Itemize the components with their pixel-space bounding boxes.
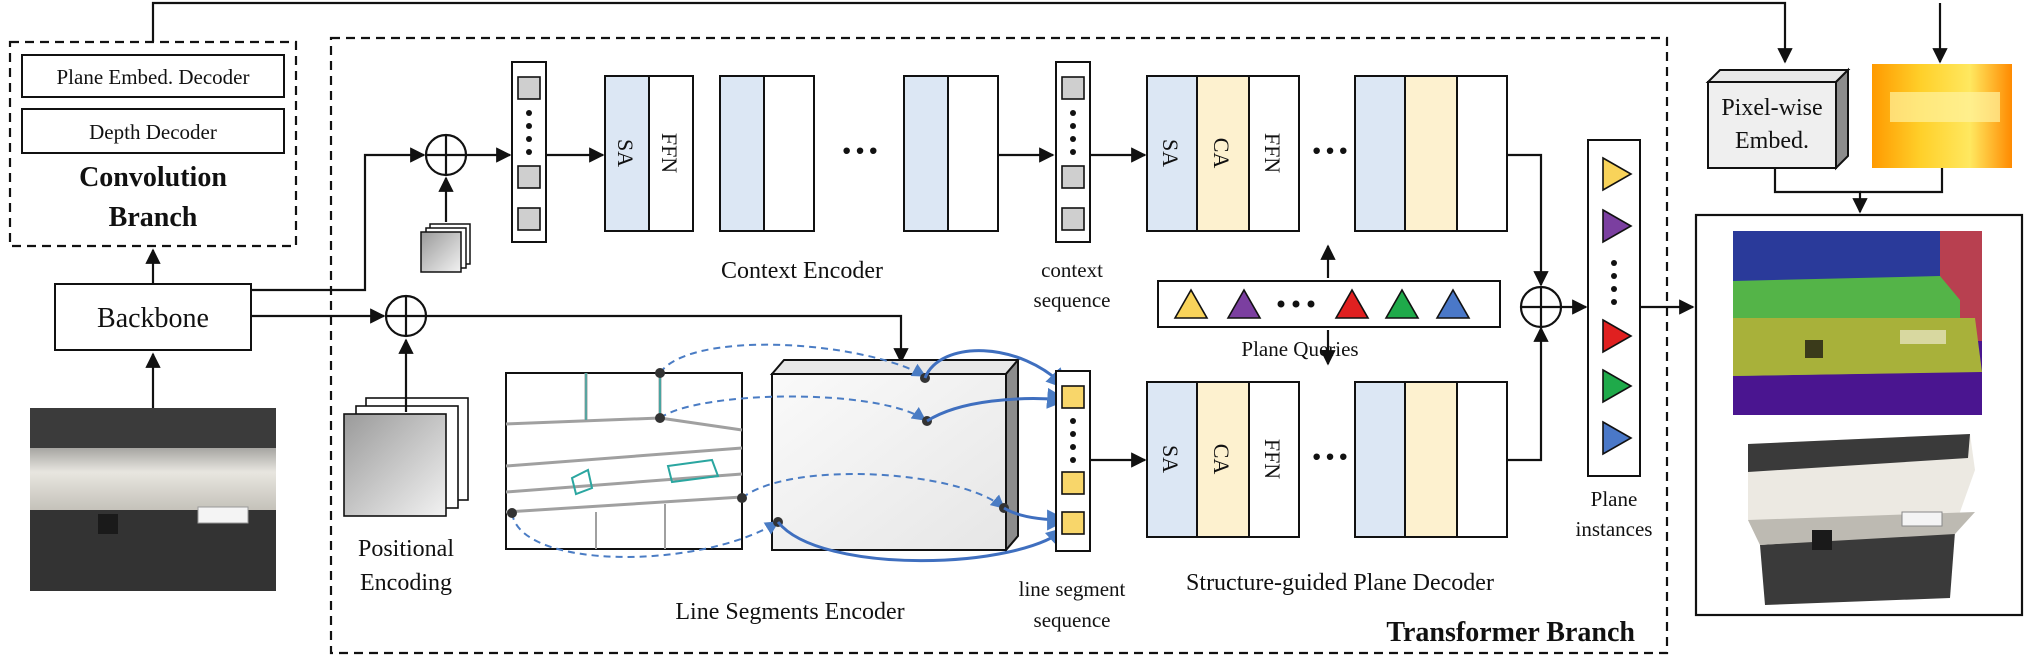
line-segment-sequence-label-line2: sequence bbox=[1034, 608, 1111, 632]
lower-decoder-to-merge-arrow bbox=[1507, 326, 1549, 462]
context-input-tokens bbox=[511, 61, 547, 243]
depth-decoder-box bbox=[21, 108, 285, 154]
instance-red-icon bbox=[1602, 318, 1633, 354]
positional-encoding-label-line2: Encoding bbox=[360, 570, 452, 596]
instance-green-icon bbox=[1602, 368, 1633, 404]
plane-queries bbox=[1157, 280, 1501, 328]
input-photo-cabinet bbox=[30, 408, 276, 448]
query-purple-icon bbox=[1226, 288, 1262, 319]
line-add-to-encoder-arrow bbox=[426, 314, 909, 364]
plane-instances-label-line1: Plane bbox=[1591, 487, 1638, 511]
instance-yellow-icon bbox=[1602, 156, 1633, 192]
line-segments-encoder-box bbox=[769, 357, 1021, 553]
pixel-embed-label-line1: Pixel-wise bbox=[1721, 95, 1822, 121]
positional-encoding-stack bbox=[343, 397, 469, 517]
plane-instances bbox=[1587, 139, 1641, 477]
plane-decoder-label: Structure-guided Plane Decoder bbox=[1186, 570, 1494, 596]
plane-queries-label: Plane Queries bbox=[1241, 337, 1358, 361]
backbone: Backbone bbox=[54, 283, 252, 351]
context-add-node bbox=[424, 133, 468, 177]
query-yellow-icon bbox=[1173, 288, 1209, 319]
context-encoder-layer-n bbox=[903, 75, 999, 232]
context-sequence-tokens bbox=[1055, 61, 1091, 243]
context-encoder-layer-2 bbox=[719, 75, 815, 232]
upper-decoder-sa-label: SA bbox=[1158, 139, 1183, 167]
depth-decoder-label: Depth Decoder bbox=[89, 120, 217, 144]
context-sequence-label-line1: context bbox=[1041, 258, 1103, 282]
context-positional-stack bbox=[420, 223, 471, 273]
upper-decoder-to-merge-arrow bbox=[1507, 153, 1549, 287]
query-red-icon bbox=[1334, 288, 1370, 319]
lower-decoder-ffn-label: FFN bbox=[1260, 439, 1285, 479]
pixel-embed-to-output-arrow bbox=[1773, 168, 1868, 214]
line-segment-dashed-links bbox=[511, 343, 1006, 558]
context-sequence-label-line2: sequence bbox=[1034, 288, 1111, 312]
positional-encoding-label-line1: Positional bbox=[358, 536, 454, 562]
lower-decoder-ca-label: CA bbox=[1209, 444, 1234, 475]
transformer-branch-frame bbox=[329, 36, 1669, 655]
reconstruction-3d bbox=[1748, 434, 1975, 605]
upper-plane-decoder-layer-1: SA CA FFN bbox=[1146, 75, 1300, 232]
line-segments-encoder-label: Line Segments Encoder bbox=[675, 599, 904, 625]
query-green-icon bbox=[1384, 288, 1420, 319]
plane-queries-box bbox=[1157, 280, 1501, 328]
pixel-embed-label-line2: Embed. bbox=[1735, 128, 1809, 154]
plane-instances-label-line2: instances bbox=[1576, 517, 1653, 541]
plane-embed-decoder-label: Plane Embed. Decoder bbox=[56, 65, 249, 89]
merge-add-node bbox=[1519, 285, 1563, 329]
plane-instances-box bbox=[1587, 139, 1641, 477]
input-photo-object bbox=[98, 514, 118, 534]
line-segment-sequence-tokens bbox=[1055, 370, 1091, 552]
line-segment-sequence-label-line1: line segment bbox=[1019, 577, 1126, 601]
upper-decoder-ellipsis: ··· bbox=[1310, 128, 1350, 173]
depth-to-output-line bbox=[1860, 168, 1944, 194]
plane-embed-decoder-box bbox=[21, 54, 285, 98]
upper-decoder-ffn-label: FFN bbox=[1260, 133, 1285, 173]
backbone-to-context-add-arrow bbox=[251, 147, 426, 292]
convolution-branch: Plane Embed. Decoder Depth Decoder Convo… bbox=[8, 40, 298, 248]
lower-plane-decoder-layer-1: SA CA FFN bbox=[1146, 381, 1300, 538]
convolution-branch-title-line1: Convolution bbox=[79, 162, 227, 193]
top-skip-line-to-pixel-embed bbox=[151, 1, 1793, 64]
line-add-node bbox=[384, 294, 428, 338]
instance-blue-icon bbox=[1602, 420, 1633, 456]
transformer-branch-title: Transformer Branch bbox=[1386, 617, 1635, 648]
lower-plane-decoder-layer-n bbox=[1354, 381, 1508, 538]
instance-purple-icon bbox=[1602, 208, 1633, 244]
lower-decoder-ellipsis: ··· bbox=[1310, 434, 1350, 479]
context-encoder-label: Context Encoder bbox=[721, 258, 883, 284]
context-encoder-layer-1: SA FFN bbox=[604, 75, 694, 232]
query-blue-icon bbox=[1435, 288, 1471, 319]
depth-map bbox=[1872, 64, 2012, 168]
input-photo-paper bbox=[197, 506, 249, 524]
backbone-label: Backbone bbox=[97, 303, 209, 334]
context-encoder-ellipsis: ··· bbox=[840, 128, 880, 173]
upper-decoder-ca-label: CA bbox=[1209, 138, 1234, 169]
line-segment-image bbox=[505, 372, 743, 550]
context-sa-label: SA bbox=[613, 139, 638, 167]
upper-plane-decoder-layer-n bbox=[1354, 75, 1508, 232]
lower-decoder-sa-label: SA bbox=[1158, 445, 1183, 473]
segmentation-result bbox=[1733, 231, 1982, 415]
context-ffn-label: FFN bbox=[657, 133, 682, 173]
convolution-branch-title-line2: Branch bbox=[109, 202, 198, 233]
pixel-wise-embed bbox=[1705, 67, 1851, 171]
input-image bbox=[30, 408, 276, 591]
